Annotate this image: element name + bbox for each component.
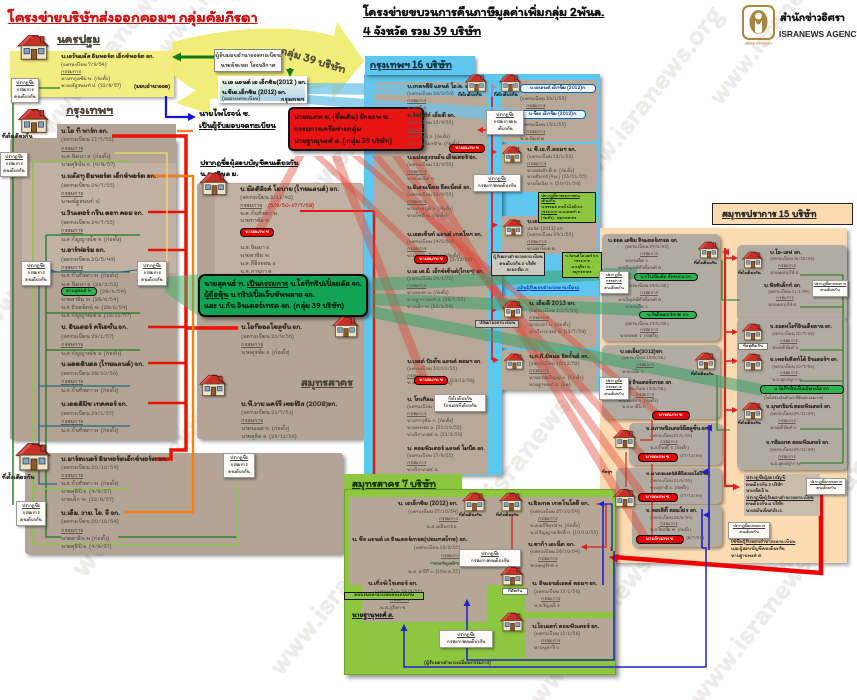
svg-text:ISRANEWS AGENCY: ISRANEWS AGENCY	[744, 42, 772, 46]
